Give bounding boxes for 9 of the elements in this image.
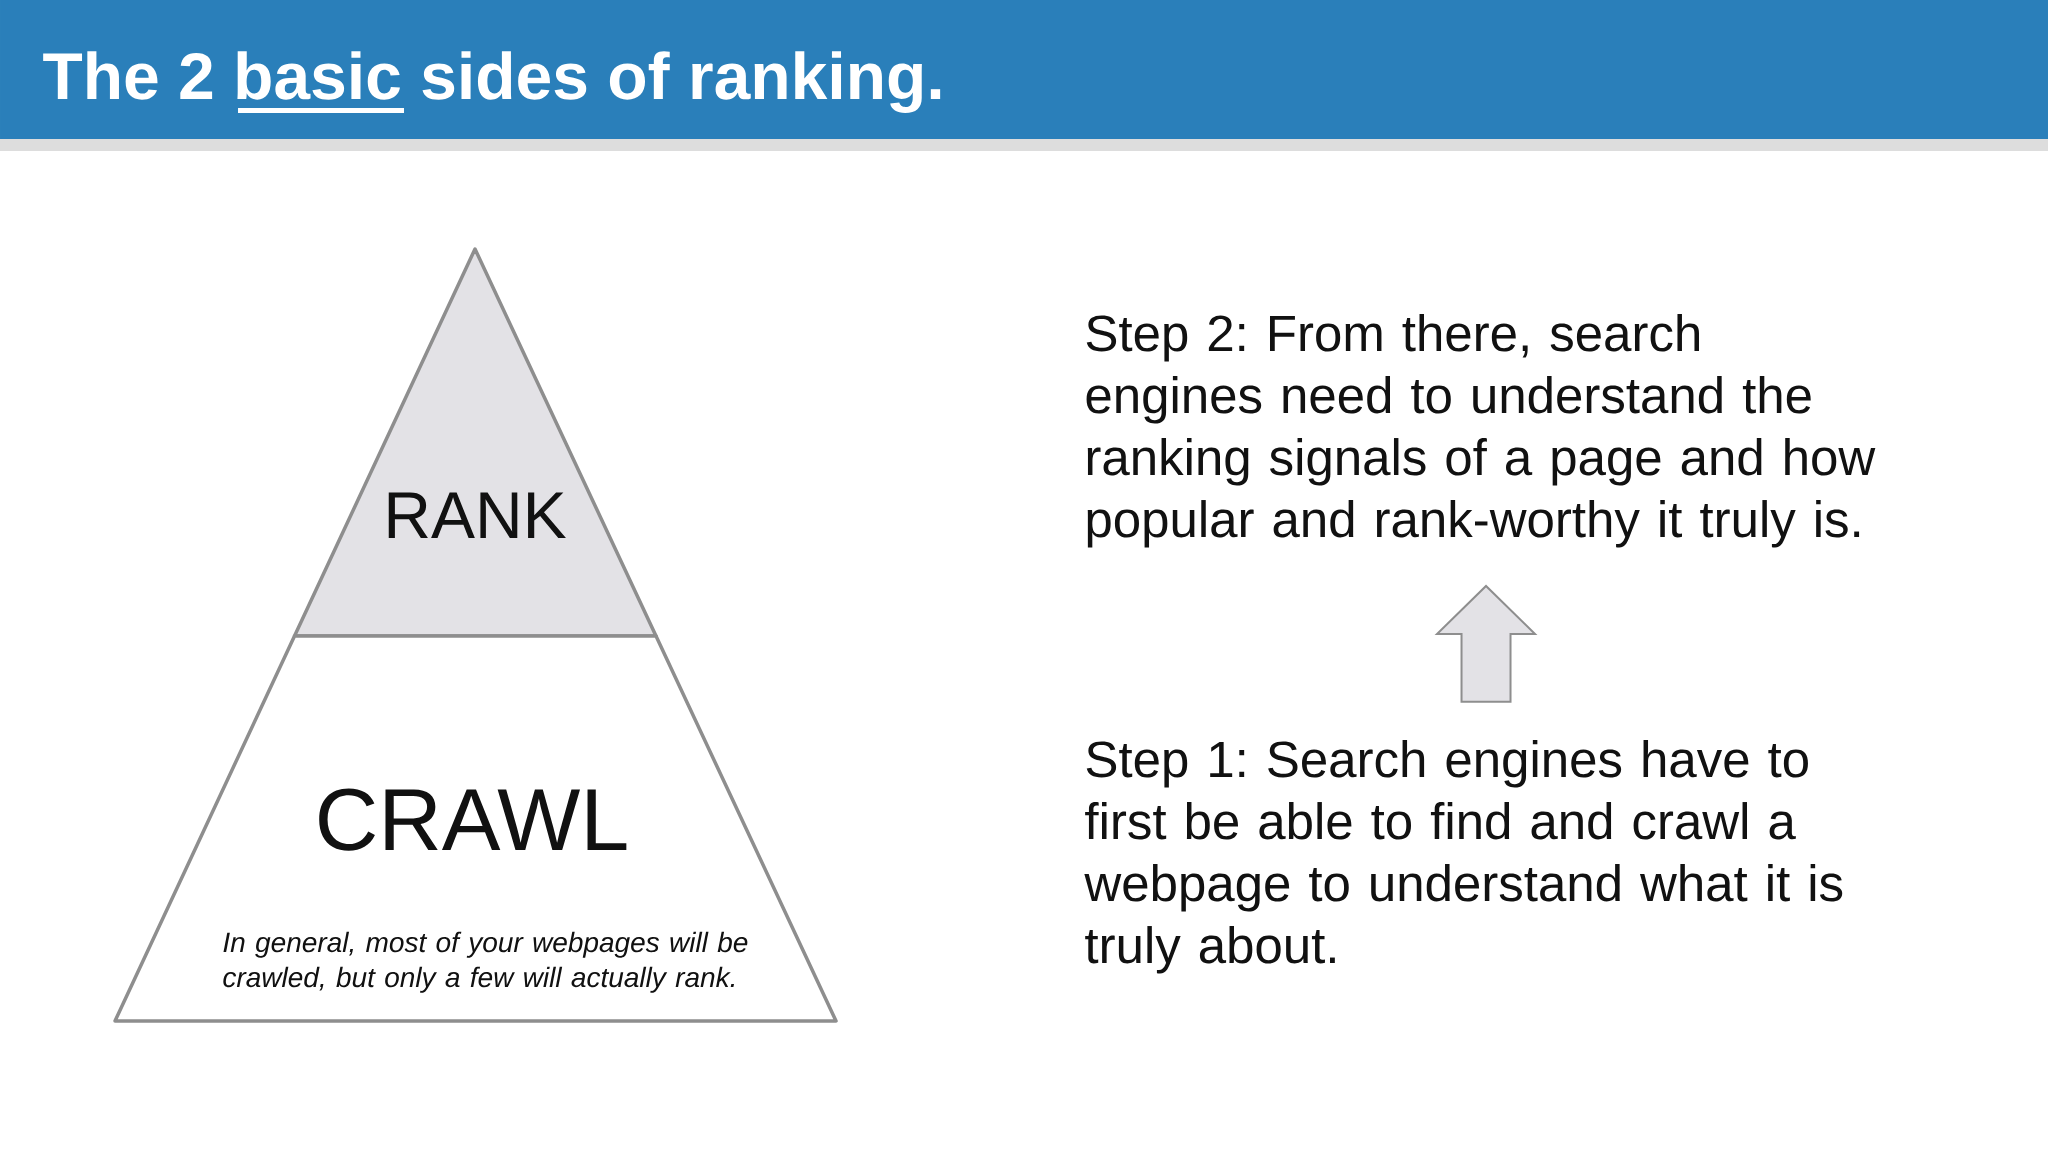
pyramid-tier <box>292 247 658 638</box>
step-text: Step 1: Search engines have to first be able to find and crawl a webpage to understand what it is truly about. <box>1084 740 1843 974</box>
tier-label: CRAWL <box>319 788 627 851</box>
step-text: Step 2: From there, search engines need to understand the ranking signals of a page and how popular and rank-worthy it truly is. <box>1086 314 1876 548</box>
tier-label: RANK <box>388 492 566 538</box>
block-arrow <box>1434 584 1538 703</box>
note-text: In general, most of your webpages will be crawled, but only a few will actually rank. <box>223 931 748 993</box>
slide-title: The 2 basic sides of ranking. <box>43 51 941 113</box>
pyramid-tier <box>113 634 838 1023</box>
